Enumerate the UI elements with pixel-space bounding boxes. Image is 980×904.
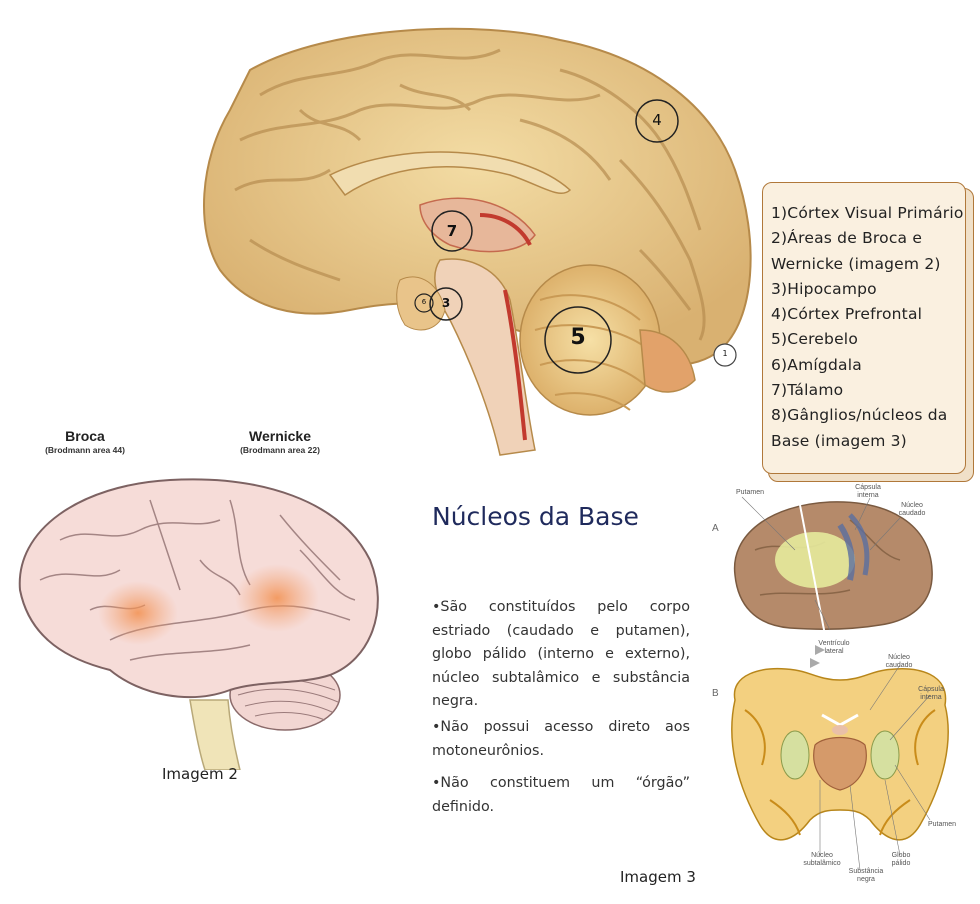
paragraph-2: •Não possui acesso direto aos motoneurôn… <box>432 719 690 759</box>
panel-b-letter: B <box>712 688 719 699</box>
marker-3: 3 <box>441 296 451 310</box>
label-nucleo-caudado-a: Núcleo caudado <box>898 502 926 517</box>
broca-subtitle: (Brodmann area 44) <box>45 445 125 455</box>
legend-item: 4)Córtex Prefrontal <box>771 305 923 324</box>
label-substancia-negra: Substância negra <box>848 868 884 883</box>
label-capsula-b: Cápsula interna <box>918 686 944 701</box>
basal-ganglia-illustration <box>731 496 949 871</box>
label-capsula-a: Cápsula interna <box>855 484 881 499</box>
wernicke-subtitle: (Brodmann area 22) <box>240 445 320 455</box>
label-ventriculo-lateral: Ventrículo lateral <box>818 640 850 655</box>
label-putamen-a: Putamen <box>735 489 765 496</box>
legend-item: Base (imagem 3) <box>771 431 907 450</box>
image3-caption: Imagem 3 <box>620 868 696 886</box>
marker-6: 6 <box>421 298 427 306</box>
legend-card: 1)Córtex Visual Primário 2)Áreas de Broc… <box>762 182 966 474</box>
legend-item: 7)Tálamo <box>771 381 844 400</box>
paragraph-3: •Não constituem um “órgão” definido. <box>432 775 690 815</box>
marker-5: 5 <box>570 325 586 350</box>
legend-item: 6)Amígdala <box>771 355 862 374</box>
section-title: Núcleos da Base <box>432 502 639 531</box>
wernicke-title: Wernicke <box>249 428 311 444</box>
label-putamen-b: Putamen <box>927 821 957 828</box>
label-globo-palido: Globo pálido <box>891 852 911 867</box>
legend-item: 5)Cerebelo <box>771 330 859 349</box>
marker-1: 1 <box>722 349 728 358</box>
lateral-brain-illustration <box>18 478 379 770</box>
panel-a-letter: A <box>712 523 719 534</box>
label-nucleo-subtalamico: Núcleo subtalâmico <box>803 852 841 867</box>
marker-7: 7 <box>446 222 458 240</box>
image2-caption: Imagem 2 <box>162 765 238 783</box>
legend-item: 2)Áreas de Broca e <box>771 229 923 248</box>
paragraph-1: •São constituídos pelo corpo estriado (c… <box>432 599 690 710</box>
sagittal-brain-illustration <box>202 27 752 456</box>
legend-item: 3)Hipocampo <box>771 279 877 298</box>
label-nucleo-caudado-b: Núcleo caudado <box>885 654 913 669</box>
legend-item: Wernicke (imagem 2) <box>771 254 941 273</box>
broca-title: Broca <box>65 428 105 444</box>
legend-item: 8)Gânglios/núcleos da <box>771 406 948 425</box>
legend-item: 1)Córtex Visual Primário <box>771 204 964 222</box>
marker-4: 4 <box>652 111 662 129</box>
